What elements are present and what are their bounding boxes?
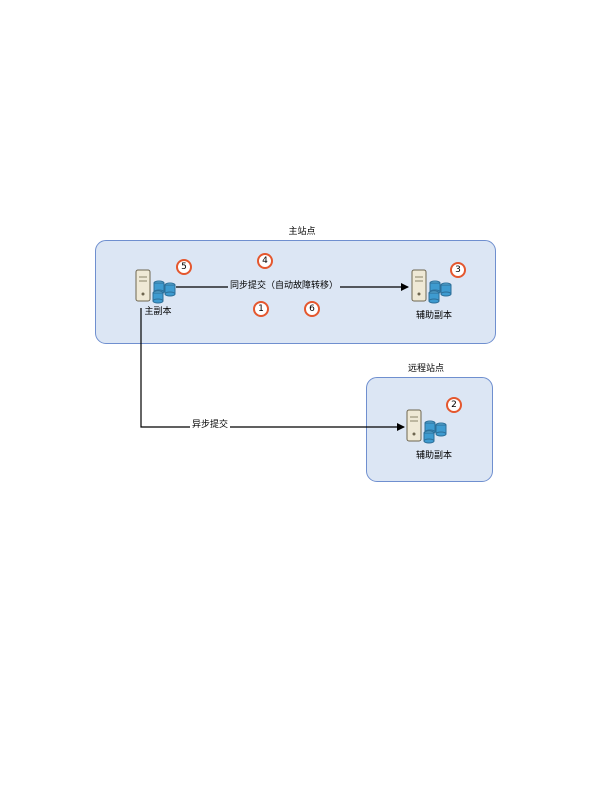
step-badge-6: 6 <box>304 301 320 317</box>
async-commit-arrow <box>140 308 405 431</box>
secondary-replica-main-server-icon <box>411 269 452 304</box>
secondary-replica-remote-server-icon <box>406 409 447 444</box>
remote-site-title: 远程站点 <box>407 364 444 374</box>
secondary-replica-remote-label: 辅助副本 <box>415 451 452 461</box>
async-commit-label: 异步提交 <box>190 420 231 431</box>
step-badge-2: 2 <box>446 397 462 413</box>
primary-site-title: 主站点 <box>288 227 316 237</box>
step-badge-3: 3 <box>450 262 466 278</box>
primary-replica-server-icon <box>135 269 176 304</box>
step-badge-4: 4 <box>257 253 273 269</box>
sync-commit-label: 同步提交（自动故障转移） <box>228 281 341 292</box>
step-badge-1: 1 <box>253 301 269 317</box>
secondary-replica-main-label: 辅助副本 <box>415 311 452 321</box>
primary-replica-label: 主副本 <box>144 307 172 317</box>
step-badge-5: 5 <box>176 259 192 275</box>
